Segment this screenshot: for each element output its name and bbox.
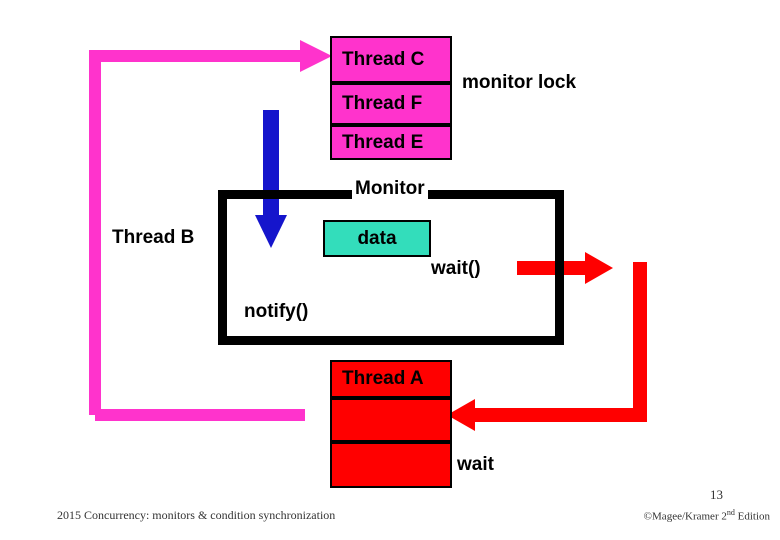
notify-call-label: notify() [244,301,309,322]
thread-b-label: Thread B [112,227,195,248]
thread-queue-item-2[interactable]: Thread E [330,125,452,160]
wait-queue-label: wait [457,454,494,475]
thread-queue-label-0: Thread C [342,48,425,70]
wait-queue-item-0[interactable]: Thread A [330,360,452,398]
footer-left-text: 2015 Concurrency: monitors & condition s… [57,508,336,522]
wait-queue-item-2[interactable] [330,442,452,488]
wait-call-label: wait() [431,258,481,279]
monitor-lock-label: monitor lock [462,72,577,93]
footer-credit-sup: nd [726,508,735,517]
footer-credit-tail: Edition [734,510,770,523]
thread-queue-item-1[interactable]: Thread F [330,83,452,125]
footer-credit: ©Magee/Kramer 2nd Edition [644,508,770,523]
data-box[interactable]: data [323,220,431,257]
thread-queue-label-2: Thread E [342,131,424,153]
wait-queue-item-1[interactable] [330,398,452,442]
monitor-label: Monitor [352,178,428,200]
wait-queue-label-0: Thread A [342,368,424,389]
data-label: data [357,227,397,249]
slide-number: 13 [710,487,723,502]
thread-queue-item-0[interactable]: Thread C [330,36,452,83]
thread-queue-label-1: Thread F [342,93,423,114]
footer-credit-main: ©Magee/Kramer 2 [643,510,727,523]
